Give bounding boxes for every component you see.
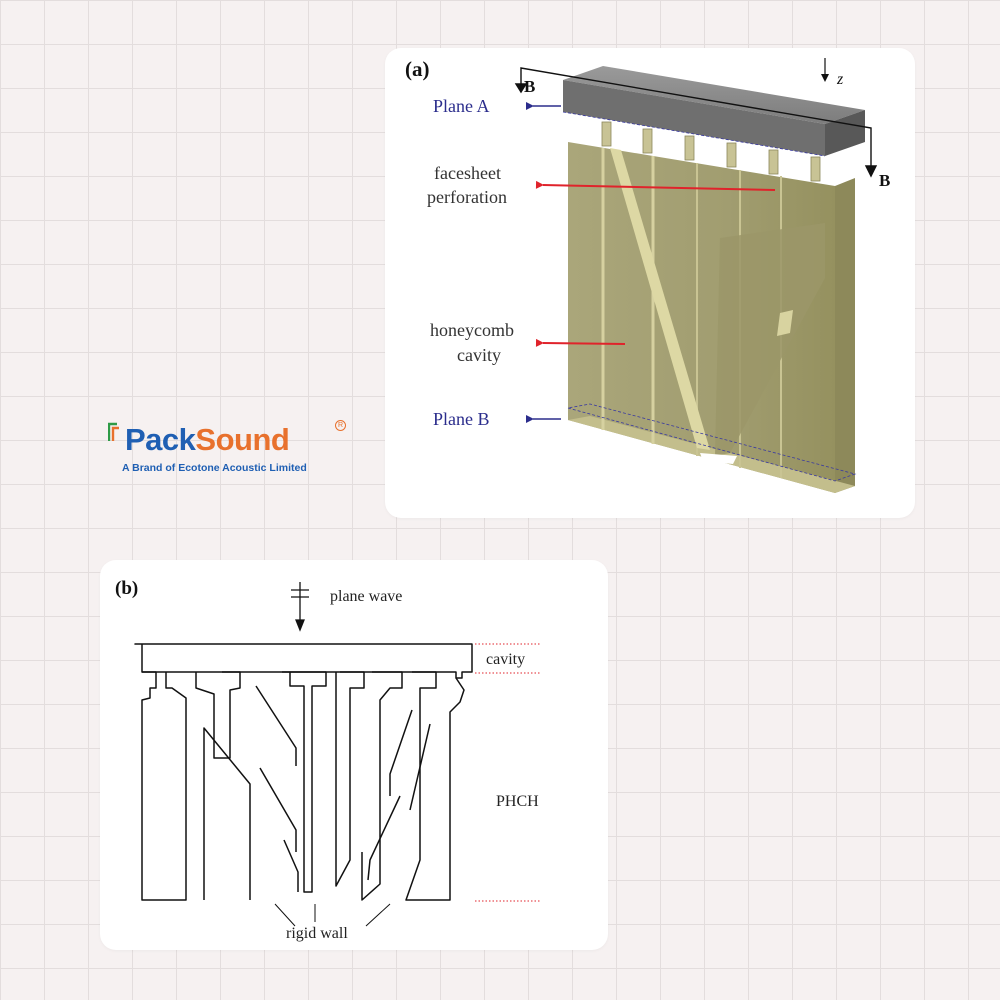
honeycomb-arrow [535,338,626,347]
panel-b-label: (b) [115,578,138,599]
z-axis-arrow [821,58,829,82]
logo-mark-icon [108,422,119,441]
honeycomb-label-line2: cavity [457,345,501,365]
logo-tagline: A Brand of Ecotone Acoustic Limited [122,462,307,474]
panel-a-diagram: B B z (a) Plane A Plane B facesheet perf… [405,57,890,493]
section-line [514,67,878,178]
logo-name-part1: Pack [125,422,196,457]
rigid-wall-label: rigid wall [286,925,348,942]
panel-b-card: (b) plane wave cavity PHCH [100,560,608,950]
phch-label: PHCH [496,793,539,810]
plane-wave-label: plane wave [330,588,402,605]
cavity-label: cavity [486,651,525,668]
honeycomb-body [567,142,857,493]
plane-b-label: Plane B [433,409,490,429]
plane-a-label: Plane A [433,96,490,116]
section-label-b-right: B [879,171,890,190]
phch-structure [134,643,473,901]
guide-lines [475,643,540,902]
panel-a-card: B B z (a) Plane A Plane B facesheet perf… [385,48,915,518]
facesheet-arrow [535,180,776,191]
rigid-wall-callouts [274,903,391,927]
plane-wave-arrow [291,582,309,632]
facesheet-label-line2: perforation [427,187,507,207]
panel-b-diagram: (b) plane wave cavity PHCH [115,578,540,942]
honeycomb-label-line1: honeycomb [430,320,514,340]
registered-mark-icon: R [335,420,346,431]
facesheet-label-line1: facesheet [434,163,501,183]
packsound-logo: PackSound R A Brand of Ecotone Acoustic … [108,420,348,480]
axis-label-z: z [836,71,844,88]
section-label-b-left: B [524,77,535,96]
logo-name: PackSound [125,420,290,460]
logo-name-part2: Sound [195,422,290,457]
panel-a-label: (a) [405,57,430,81]
perforation-posts [601,121,821,182]
